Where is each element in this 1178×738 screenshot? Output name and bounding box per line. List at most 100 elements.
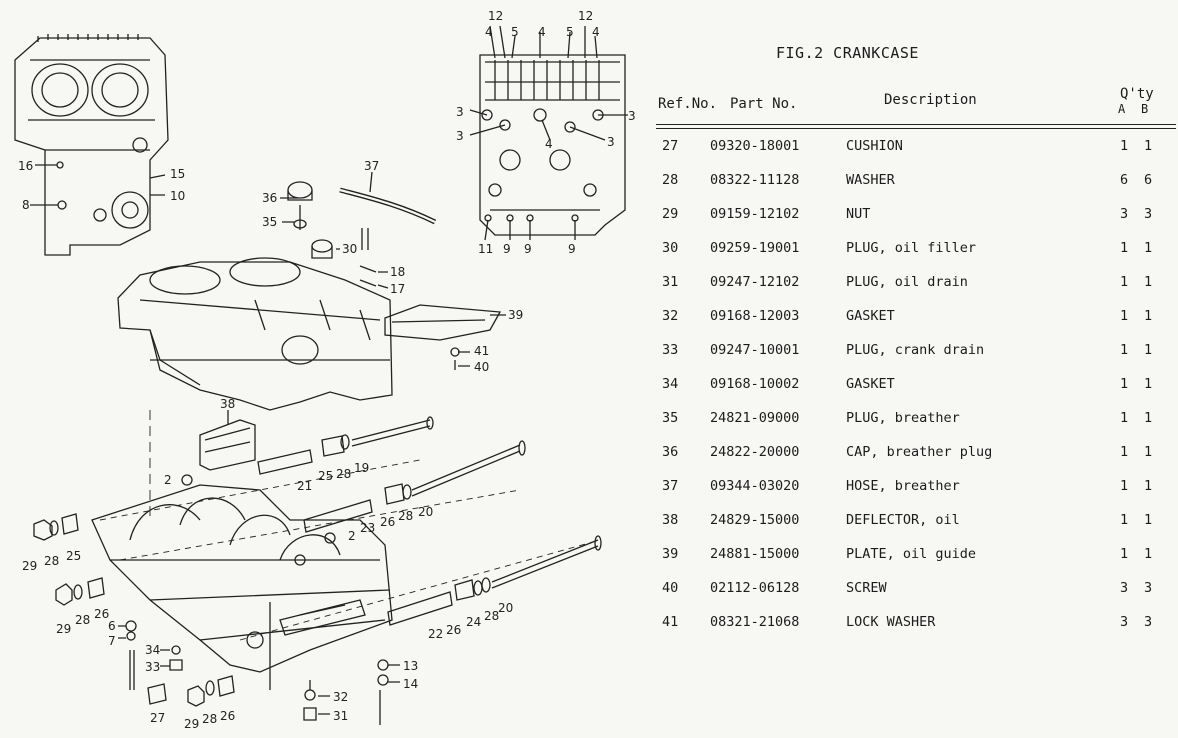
svg-text:34: 34 <box>145 643 160 657</box>
svg-text:27: 27 <box>150 711 165 725</box>
svg-text:5: 5 <box>566 25 574 39</box>
small-hardware <box>33 513 400 725</box>
description-cell: PLUG, breather <box>846 410 960 426</box>
part-no-cell: 09159-12102 <box>710 206 800 222</box>
part-no-cell: 08321-21068 <box>710 614 800 630</box>
qty-b-cell: 1 <box>1144 444 1153 460</box>
qty-a-cell: 1 <box>1120 308 1129 324</box>
ref-no-cell: 27 <box>662 138 679 154</box>
lower-crankcase <box>91 410 393 673</box>
description-cell: PLUG, crank drain <box>846 342 985 358</box>
svg-text:24: 24 <box>466 615 481 629</box>
svg-text:12: 12 <box>488 9 503 23</box>
qty-a-cell: 1 <box>1120 342 1129 358</box>
svg-text:35: 35 <box>262 215 277 229</box>
qty-b-cell: 1 <box>1144 308 1153 324</box>
svg-text:28: 28 <box>398 509 413 523</box>
part-no-cell: 24821-09000 <box>710 410 800 426</box>
ref-no-cell: 36 <box>662 444 679 460</box>
ref-no-cell: 34 <box>662 376 679 392</box>
qty-b-cell: 1 <box>1144 138 1153 154</box>
description-cell: DEFLECTOR, oil <box>846 512 960 528</box>
qty-b-cell: 3 <box>1144 614 1153 630</box>
svg-text:37: 37 <box>364 159 379 173</box>
description-cell: WASHER <box>846 172 895 188</box>
qty-b-cell: 6 <box>1144 172 1153 188</box>
svg-text:9: 9 <box>568 242 576 256</box>
svg-text:28: 28 <box>484 609 499 623</box>
top-left-head-view <box>14 34 169 256</box>
qty-a-cell: 1 <box>1120 138 1129 154</box>
header-rule-bottom <box>656 128 1176 129</box>
svg-text:33: 33 <box>145 660 160 674</box>
svg-text:4: 4 <box>538 25 546 39</box>
svg-text:25: 25 <box>66 549 81 563</box>
qty-b-cell: 1 <box>1144 240 1153 256</box>
breather-parts <box>280 171 437 289</box>
svg-text:18: 18 <box>390 265 405 279</box>
qty-a-cell: 3 <box>1120 614 1129 630</box>
svg-text:12: 12 <box>578 9 593 23</box>
description-cell: GASKET <box>846 308 895 324</box>
description-cell: NUT <box>846 206 871 222</box>
svg-text:19: 19 <box>354 461 369 475</box>
qty-b-cell: 3 <box>1144 206 1153 222</box>
svg-text:8: 8 <box>22 198 30 212</box>
ref-no-cell: 35 <box>662 410 679 426</box>
ref-no-cell: 37 <box>662 478 679 494</box>
description-cell: GASKET <box>846 376 895 392</box>
description-cell: CAP, breather plug <box>846 444 993 460</box>
svg-text:14: 14 <box>403 677 418 691</box>
part-no-cell: 09247-12102 <box>710 274 800 290</box>
part-no-cell: 09168-10002 <box>710 376 800 392</box>
qty-b-cell: 1 <box>1144 410 1153 426</box>
qty-b-cell: 1 <box>1144 274 1153 290</box>
part-no-cell: 24881-15000 <box>710 546 800 562</box>
qty-b-cell: 1 <box>1144 546 1153 562</box>
ref-no-cell: 29 <box>662 206 679 222</box>
svg-text:9: 9 <box>503 242 511 256</box>
svg-text:7: 7 <box>108 634 116 648</box>
svg-text:13: 13 <box>403 659 418 673</box>
svg-text:25: 25 <box>318 469 333 483</box>
ref-no-cell: 40 <box>662 580 679 596</box>
svg-text:32: 32 <box>333 690 348 704</box>
svg-text:20: 20 <box>418 505 433 519</box>
qty-b-cell: 1 <box>1144 512 1153 528</box>
svg-text:3: 3 <box>628 109 636 123</box>
description-cell: PLATE, oil guide <box>846 546 977 562</box>
top-right-case-view <box>469 25 628 241</box>
svg-text:41: 41 <box>474 344 489 358</box>
svg-text:11: 11 <box>478 242 493 256</box>
svg-text:31: 31 <box>333 709 348 723</box>
svg-text:6: 6 <box>108 619 116 633</box>
svg-text:28: 28 <box>75 613 90 627</box>
description-cell: LOCK WASHER <box>846 614 936 630</box>
svg-text:3: 3 <box>456 105 464 119</box>
svg-text:29: 29 <box>56 622 71 636</box>
svg-text:16: 16 <box>18 159 33 173</box>
qty-a-cell: 1 <box>1120 546 1129 562</box>
qty-b-cell: 1 <box>1144 478 1153 494</box>
header-qty-a: A <box>1118 102 1126 116</box>
qty-a-cell: 1 <box>1120 478 1129 494</box>
svg-text:39: 39 <box>508 308 523 322</box>
svg-text:3: 3 <box>607 135 615 149</box>
svg-text:5: 5 <box>511 25 519 39</box>
part-no-cell: 24822-20000 <box>710 444 800 460</box>
part-no-cell: 09259-19001 <box>710 240 800 256</box>
svg-text:9: 9 <box>524 242 532 256</box>
part-no-cell: 02112-06128 <box>710 580 800 596</box>
part-no-cell: 09320-18001 <box>710 138 800 154</box>
qty-a-cell: 1 <box>1120 444 1129 460</box>
qty-a-cell: 1 <box>1120 274 1129 290</box>
